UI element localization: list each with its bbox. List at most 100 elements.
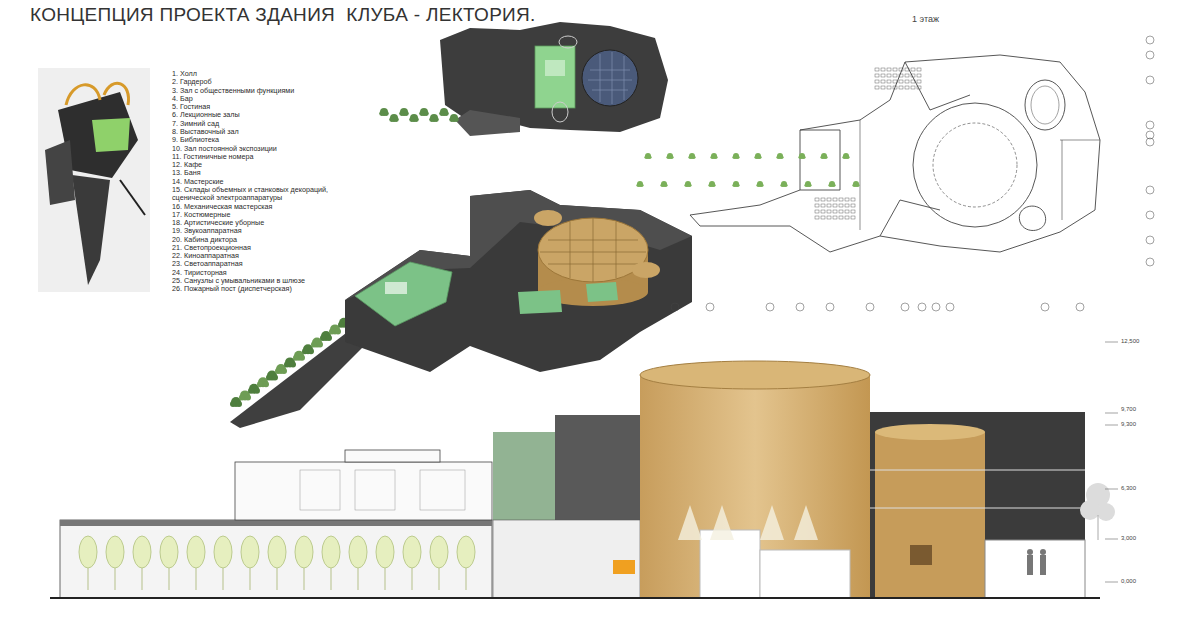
floor-plan: [845, 216, 849, 219]
tree-row: [335, 328, 341, 334]
tree-row: [714, 155, 718, 159]
floor-plan: [905, 80, 909, 83]
floor-plan: [815, 216, 819, 219]
tree-row: [277, 565, 278, 590]
floor-plan: [851, 216, 855, 219]
tree-row: [802, 155, 806, 159]
tree-row: [648, 155, 652, 159]
tree-row: [385, 565, 386, 590]
floor-plan: [845, 198, 849, 201]
tree-row: [736, 183, 740, 187]
section: [420, 470, 465, 510]
tree-row: [403, 536, 421, 568]
section: [1105, 425, 1118, 426]
tree-row: [756, 183, 760, 187]
axonometric-view: [230, 330, 368, 428]
floor-plan: [671, 36, 1154, 311]
floor-plan: [866, 303, 874, 311]
legend-item: 10. Зал постоянной экспозиции: [172, 145, 362, 153]
floor-plan: [821, 204, 825, 207]
floor-plan: [845, 210, 849, 213]
axonometric-view: [518, 290, 562, 314]
floor-plan: [815, 198, 819, 201]
tree-row: [250, 565, 251, 590]
tree-row: [666, 155, 670, 159]
floor-plan: [800, 130, 840, 190]
floor-plan: [1060, 140, 1100, 141]
tree-row: [248, 388, 254, 394]
tree-row: [384, 111, 389, 116]
section: [613, 560, 635, 574]
tree-row: [420, 108, 428, 116]
axonometric-view: [616, 222, 617, 278]
floor-plan: [1146, 186, 1154, 194]
section: [870, 508, 1085, 509]
floor-plan: [911, 68, 915, 71]
tree-row: [712, 183, 716, 187]
section: [910, 545, 932, 565]
floor-plan: [845, 204, 849, 207]
axonometric-view: [570, 222, 571, 278]
tree-row: [798, 155, 802, 159]
model-photo: [38, 68, 150, 292]
tree-row: [636, 183, 640, 187]
tree-row: [824, 155, 828, 159]
tree-row: [660, 183, 664, 187]
tree-row: [852, 183, 856, 187]
tree-row: [688, 155, 692, 159]
tree-row: [645, 153, 651, 159]
section: [1040, 555, 1046, 575]
legend-item: 7. Зимний сад: [172, 120, 362, 128]
floor-plan: [821, 216, 825, 219]
tree-row: [450, 114, 458, 122]
tree-row: [169, 565, 170, 590]
top-view: [624, 56, 625, 100]
section: [493, 432, 555, 520]
tree-row: [257, 381, 263, 387]
floor-plan: [899, 80, 903, 83]
tree-row: [424, 111, 429, 116]
tree-row: [466, 565, 467, 590]
tree-row: [784, 183, 788, 187]
floor-plan: [881, 86, 885, 89]
legend-item: 24. Тиристорная: [172, 269, 362, 277]
floor-plan: [860, 120, 861, 230]
tree-row: [254, 388, 260, 394]
tree-row: [829, 181, 835, 187]
section: [345, 450, 440, 462]
floor-plan: [911, 74, 915, 77]
tree-row: [688, 183, 692, 187]
floor-plan: [1146, 121, 1154, 129]
floor-plan: [893, 68, 897, 71]
tree-row: [799, 153, 805, 159]
axonometric-view: [355, 262, 452, 326]
tree-row: [804, 183, 808, 187]
legend-item: 23. Светоаппаратная: [172, 260, 362, 268]
section: [1105, 413, 1118, 414]
section: [678, 505, 818, 540]
axonometric-view: [385, 282, 407, 294]
tree-row: [290, 361, 296, 367]
section: [794, 505, 818, 540]
tree-row: [454, 117, 459, 122]
floor-plan: [899, 68, 903, 71]
axonometric-view: [632, 262, 660, 278]
tree-row: [322, 536, 340, 568]
tree-row: [708, 183, 712, 187]
floor-plan: [917, 80, 921, 83]
legend-item: 3. Зал с общественными функциями: [172, 87, 362, 95]
tree-row: [439, 565, 440, 590]
floor-plan: [839, 210, 843, 213]
floor-plan: [881, 80, 885, 83]
tree-row: [272, 375, 278, 381]
floor-plan: [1025, 80, 1065, 130]
top-view: [552, 102, 568, 122]
tree-row: [400, 108, 408, 116]
tree-row: [376, 536, 394, 568]
model-photo: [72, 175, 110, 285]
floor-plan: [1146, 76, 1154, 84]
tree-row: [311, 342, 317, 348]
tree-row: [302, 348, 308, 354]
tree-row: [430, 536, 448, 568]
